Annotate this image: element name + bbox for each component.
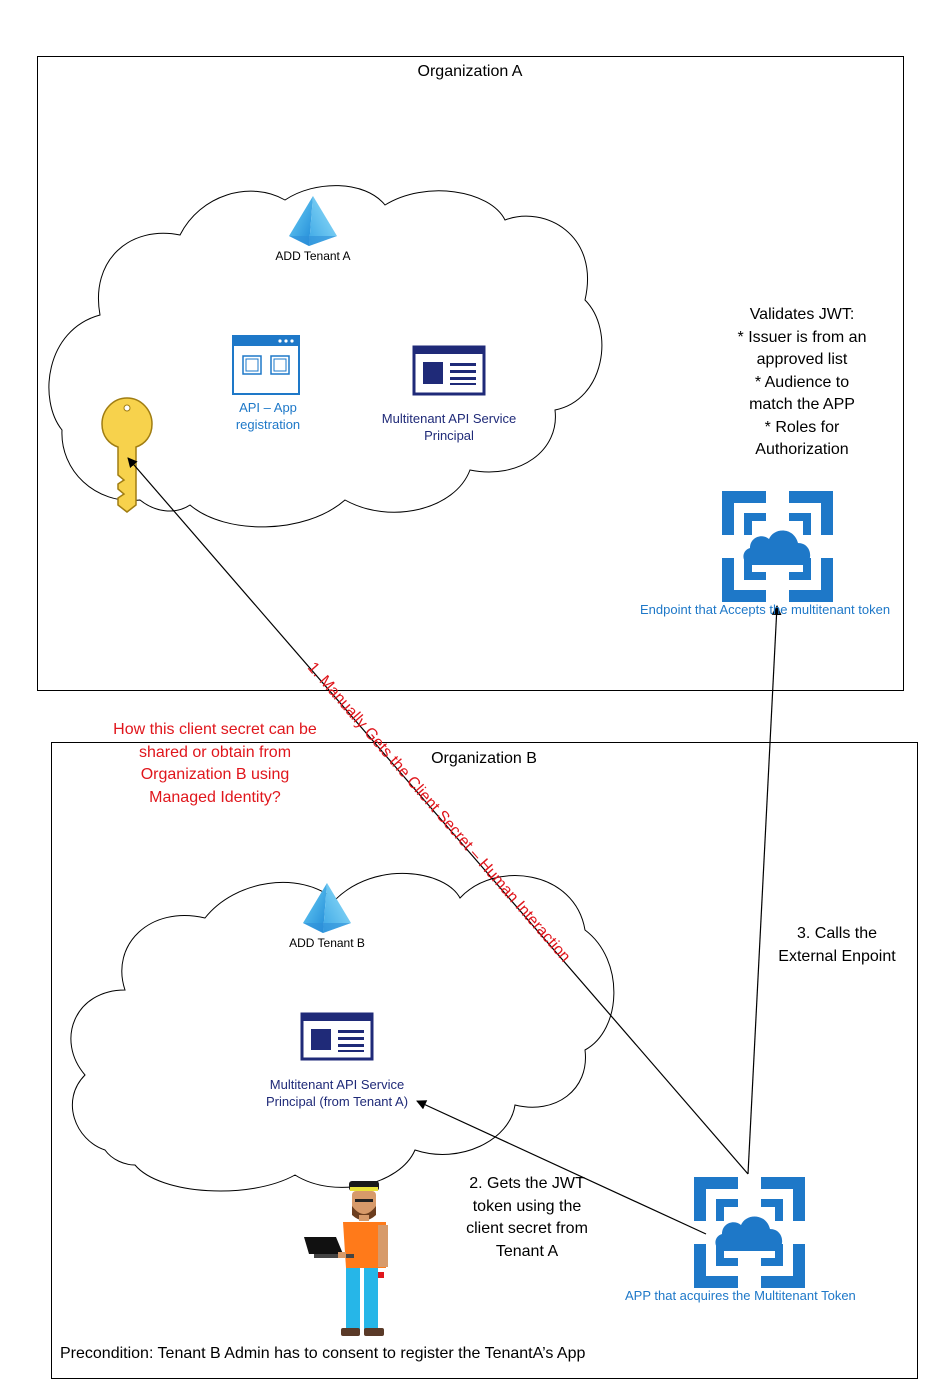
step3-label: 3. Calls the External Enpoint xyxy=(778,925,896,965)
app-registration-icon xyxy=(232,335,300,395)
arrow-step1 xyxy=(127,457,749,1175)
client-secret-key-icon xyxy=(101,397,153,513)
organization-a-box xyxy=(37,56,904,691)
service-principal-icon-a xyxy=(412,345,486,396)
validation-line: * Audience to xyxy=(754,373,850,391)
endpoint-cloud-app-icon xyxy=(722,491,833,602)
arrow-step3 xyxy=(747,605,782,1175)
endpoint-label: Endpoint that Accepts the multitenant to… xyxy=(640,602,891,617)
question-note: How this client secret can be shared or … xyxy=(113,721,317,806)
tenant-b-pyramid-icon xyxy=(303,883,351,933)
app-cloud-app-icon xyxy=(694,1177,805,1288)
app-label: APP that acquires the Multitenant Token xyxy=(625,1288,856,1303)
step2-label: 2. Gets the JWT token using the client s… xyxy=(466,1175,588,1260)
validation-line: approved list xyxy=(756,351,848,368)
service-principal-b-label: Multitenant API Service Principal (from … xyxy=(265,1077,409,1109)
organization-a-title: Organization A xyxy=(417,63,523,80)
validation-notes: Validates JWT: * Issuer is from an appro… xyxy=(706,304,898,462)
tenant-a-cloud xyxy=(48,185,603,528)
person-with-laptop-icon xyxy=(304,1181,388,1336)
validation-line: match the APP xyxy=(749,396,855,413)
tenant-a-label: ADD Tenant A xyxy=(275,249,351,263)
precondition-note: Precondition: Tenant B Admin has to cons… xyxy=(60,1345,586,1362)
organization-b-box xyxy=(51,742,918,1379)
service-principal-icon-b xyxy=(300,1012,374,1061)
api-app-registration-label: API – App registration xyxy=(235,400,301,432)
validation-line: Authorization xyxy=(755,441,849,458)
organization-b-title: Organization B xyxy=(431,750,537,767)
service-principal-a-label: Multitenant API Service Principal xyxy=(381,411,517,443)
validation-line: Validates JWT: xyxy=(749,306,855,323)
arrow-step2 xyxy=(416,1100,707,1235)
tenant-b-label: ADD Tenant B xyxy=(289,936,365,950)
validation-line: * Roles for xyxy=(764,418,840,436)
tenant-a-pyramid-icon xyxy=(289,196,337,246)
validation-line: * Issuer is from an xyxy=(737,328,867,346)
